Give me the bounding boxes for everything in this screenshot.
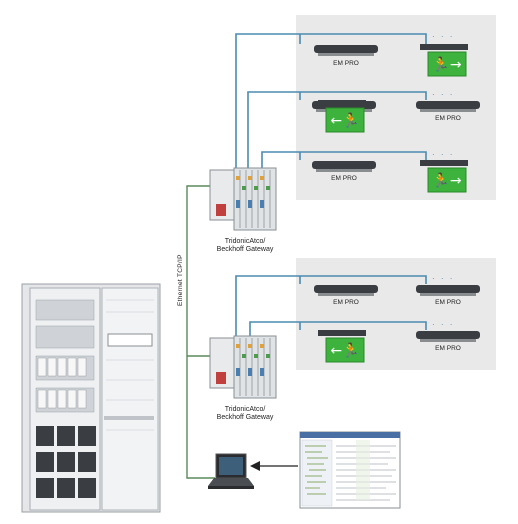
ethernet-label: Ethernet TCP/IP [177,254,184,306]
exit-sign-icon: ←🏃 [318,330,366,363]
cabinet-icon [21,283,161,513]
continuation-dots: · · · [432,90,455,99]
continuation-dots: · · · [432,32,455,41]
gateway-icon [209,167,277,231]
continuation-dots: · · · [432,150,455,159]
gateway-label-lower: TridonicAtco/ Beckhoff Gateway [200,406,290,422]
em-pro-label: EM PRO [435,299,461,306]
em-pro-luminaire-icon [314,45,378,56]
em-pro-luminaire-icon [314,285,378,296]
bus-lines-lower [235,275,427,338]
em-pro-label: EM PRO [333,60,359,67]
em-pro-luminaire-icon [416,285,480,296]
exit-sign-icon: 🏃→ [420,160,468,193]
exit-sign-icon: 🏃→ [420,44,468,77]
em-pro-label: EM PRO [435,115,461,122]
ethernet-line [186,185,215,479]
laptop-icon [208,453,254,489]
continuation-dots: · · · [432,320,455,329]
em-pro-luminaire-icon [416,331,480,342]
em-pro-label: EM PRO [331,175,357,182]
gateway-label-line1: TridonicAtco/ [224,406,266,413]
em-pro-luminaire-icon [416,101,480,112]
continuation-dots: · · · [432,274,455,283]
gateway-label-upper: TridonicAtco/ Beckhoff Gateway [200,238,290,254]
svg-text:🏃→: 🏃→ [432,56,461,73]
em-pro-luminaire-icon [312,161,376,172]
em-pro-label: EM PRO [435,345,461,352]
exit-sign-icon: ←🏃 [318,100,366,133]
gateway-label-line2: Beckhoff Gateway [216,414,274,421]
svg-text:←🏃: ←🏃 [330,342,359,359]
software-screenshot-icon [299,431,401,509]
arrow-icon [250,461,298,471]
em-pro-label: EM PRO [333,299,359,306]
bus-lines-upper [235,33,427,170]
gateway-label-line2: Beckhoff Gateway [216,246,274,253]
gateway-icon [209,335,277,399]
svg-text:←🏃: ←🏃 [330,112,359,129]
gateway-label-line1: TridonicAtco/ [224,238,266,245]
svg-text:🏃→: 🏃→ [432,172,461,189]
